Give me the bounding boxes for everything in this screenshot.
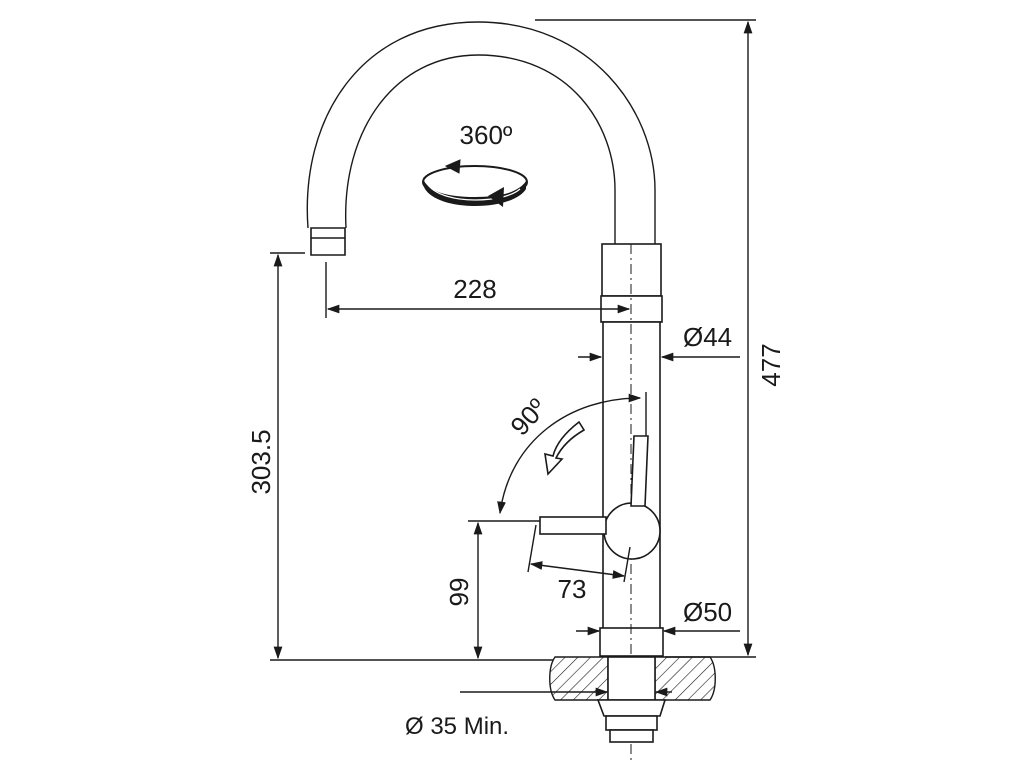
rotation-360-icon	[422, 159, 528, 207]
dim-total-height: 477	[535, 19, 786, 658]
spout-rotation: 360º	[422, 120, 528, 207]
dim-base-diameter: Ø50	[576, 597, 740, 636]
dim-spout-reach: 228	[325, 262, 631, 318]
dim-lever-length: 73	[527, 524, 631, 604]
countertop-section	[460, 656, 716, 743]
lever-hub	[603, 502, 661, 560]
spout-tip	[310, 227, 346, 256]
rotation-arrow-right	[488, 187, 504, 207]
lever-raised	[630, 435, 649, 507]
angle-arc-90	[497, 393, 642, 515]
countertop-right	[654, 656, 716, 701]
tail-piece	[605, 715, 658, 731]
mounting-shank	[607, 656, 656, 701]
countertop-left	[549, 656, 609, 701]
dim-spout-height: 303.5	[246, 252, 553, 661]
rotation-ring-highlight	[427, 184, 521, 201]
label-228: 228	[453, 274, 496, 304]
rotation-direction-arrow-icon	[544, 420, 586, 476]
label-360: 360º	[460, 120, 513, 150]
mounting-nut	[596, 699, 667, 717]
label-99: 99	[444, 578, 474, 607]
label-d44: Ø44	[683, 322, 732, 352]
label-477: 477	[756, 343, 786, 386]
label-90: 90º	[504, 392, 552, 441]
rotation-ring-band	[423, 176, 526, 206]
spout-inner-edge	[345, 54, 616, 250]
dim-lever-height: 99	[444, 520, 498, 660]
label-303-5: 303.5	[246, 429, 276, 494]
label-73: 73	[558, 574, 587, 604]
spout-outer-edge	[306, 21, 656, 250]
lever-horizontal	[539, 516, 607, 535]
dim-body-diameter: Ø44	[578, 322, 740, 362]
dim-line-73	[529, 561, 626, 579]
spout	[306, 21, 656, 256]
label-d50: Ø50	[683, 597, 732, 627]
label-hole-diameter: Ø 35 Min.	[405, 713, 509, 740]
supply-connector	[609, 729, 654, 743]
rotation-arrow-left	[444, 159, 461, 174]
ext-line-73-left	[527, 524, 537, 573]
